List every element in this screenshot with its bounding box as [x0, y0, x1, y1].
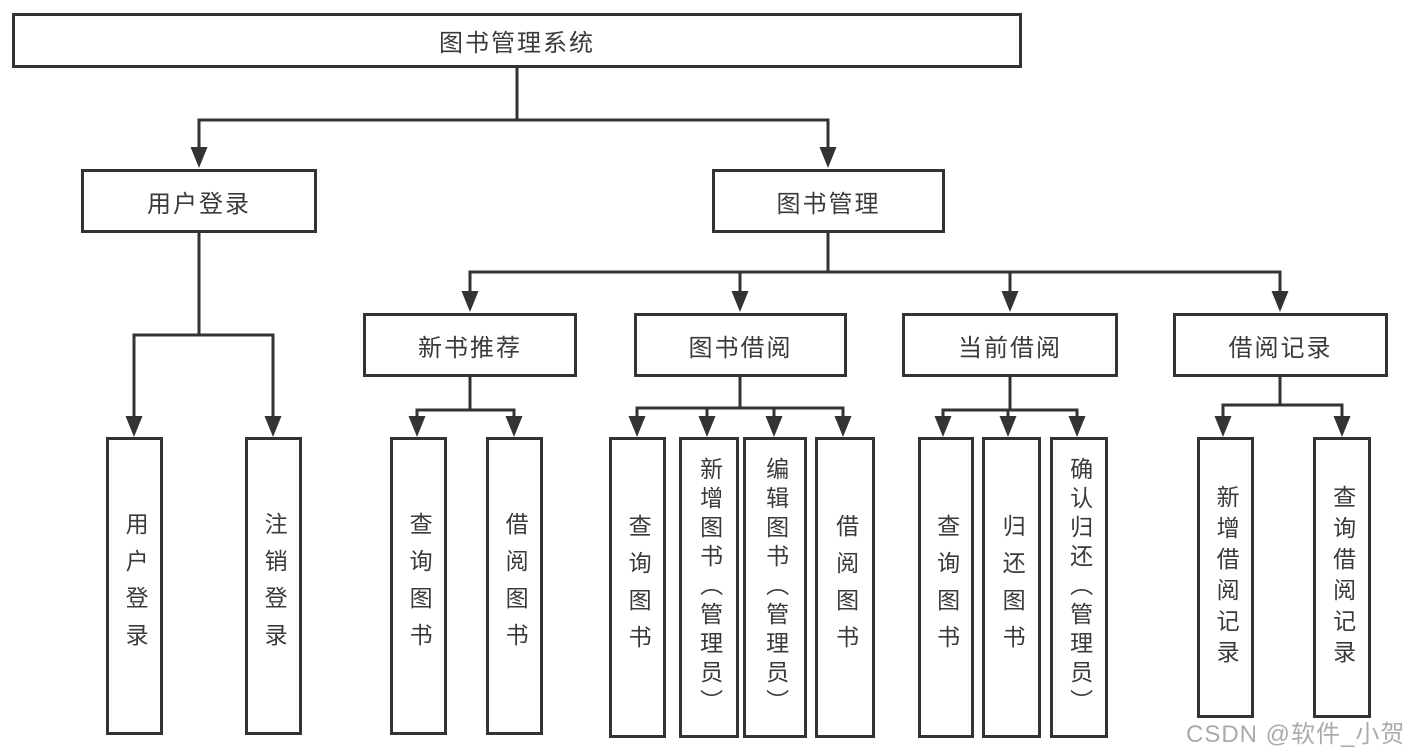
leaf-label: 借阅图书 — [502, 512, 529, 660]
leaf-label: 确认归还（管理员） — [1066, 457, 1093, 718]
leaf-label: 查询借阅记录 — [1329, 484, 1356, 671]
leaf-borrow-query: 查询图书 — [609, 437, 666, 738]
node-label: 图书管理系统 — [439, 30, 595, 57]
connector-root-to-level1 — [190, 66, 837, 168]
leaf-newbook-query: 查询图书 — [390, 437, 447, 735]
leaf-label: 用户登录 — [122, 512, 149, 660]
leaf-label: 查询图书 — [933, 513, 960, 662]
connector-current-borrow-to-leaves — [934, 377, 1086, 437]
node-label: 用户登录 — [147, 190, 251, 218]
node-label: 当前借阅 — [958, 334, 1062, 362]
leaf-records-add: 新增借阅记录 — [1197, 437, 1254, 718]
connector-borrow-records-to-leaves — [1214, 377, 1351, 437]
node-book-borrow: 图书借阅 — [634, 313, 847, 377]
leaf-borrow-edit: 编辑图书（管理员） — [743, 437, 807, 738]
leaf-logout: 注销登录 — [245, 437, 302, 735]
connector-book-borrow-to-leaves — [628, 377, 852, 437]
connector-user-login-to-leaves — [125, 233, 282, 437]
leaf-current-query: 查询图书 — [918, 437, 974, 738]
leaf-borrow-borrow: 借阅图书 — [815, 437, 875, 738]
leaf-user-login: 用户登录 — [106, 437, 163, 735]
leaf-label: 查询图书 — [625, 513, 652, 662]
node-label: 借阅记录 — [1228, 334, 1333, 362]
node-book-management: 图书管理 — [712, 169, 945, 233]
leaf-current-return: 归还图书 — [982, 437, 1041, 738]
leaf-label: 归还图书 — [999, 513, 1026, 662]
leaf-borrow-add: 新增图书（管理员） — [679, 437, 739, 738]
node-current-borrow: 当前借阅 — [902, 313, 1118, 377]
connector-new-book-to-leaves — [408, 377, 523, 437]
node-label: 图书借阅 — [688, 334, 793, 362]
connector-book-management-to-level2 — [461, 233, 1289, 312]
leaf-label: 查询图书 — [406, 512, 433, 660]
leaf-label: 注销登录 — [261, 512, 288, 660]
leaf-label: 新增借阅记录 — [1213, 484, 1240, 671]
csdn-watermark: CSDN @软件_小贺同学 — [1186, 721, 1405, 747]
leaf-label: 新增图书（管理员） — [696, 457, 723, 718]
node-borrow-records: 借阅记录 — [1173, 313, 1388, 377]
node-label: 新书推荐 — [418, 334, 522, 362]
node-root: 图书管理系统 — [12, 13, 1022, 68]
node-label: 图书管理 — [776, 190, 881, 218]
leaf-current-confirm: 确认归还（管理员） — [1050, 437, 1108, 738]
node-new-book-recommend: 新书推荐 — [363, 313, 577, 377]
node-user-login: 用户登录 — [81, 169, 317, 233]
leaf-label: 借阅图书 — [832, 513, 859, 662]
leaf-records-query: 查询借阅记录 — [1313, 437, 1371, 718]
leaf-label: 编辑图书（管理员） — [762, 457, 789, 718]
leaf-newbook-borrow: 借阅图书 — [486, 437, 543, 735]
